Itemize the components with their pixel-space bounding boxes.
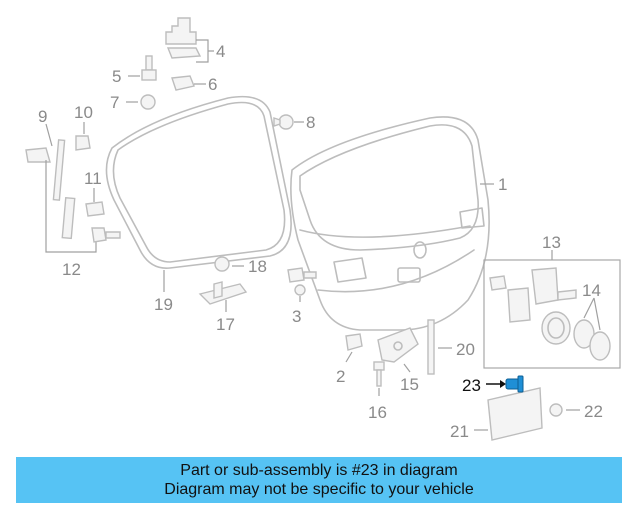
callout-8: 8 [306,113,315,132]
callout-15: 15 [400,375,419,394]
callout-1: 1 [498,175,507,194]
callout-13: 13 [542,233,561,252]
part-8-clip [273,114,304,130]
part-22 [549,403,580,417]
callout-4: 4 [216,42,225,61]
part-4-hinge [165,17,214,63]
part-2 [345,333,363,363]
part-21-plate [474,387,543,441]
banner-line-1: Part or sub-assembly is #23 in diagram [180,462,458,479]
part-5-bolt [128,55,157,81]
part-13-assembly-box [483,250,621,369]
callout-16: 16 [368,403,387,422]
callout-3: 3 [292,307,301,326]
callout-2: 2 [336,367,345,386]
part-19-weatherstrip [105,95,292,292]
info-banner: Part or sub-assembly is #23 in diagram D… [16,457,622,503]
part-16-bolt [373,361,385,396]
part-7-nut [126,94,156,110]
part-9-strut [25,123,97,253]
part-3-latch [287,267,317,302]
part-6-pad [171,75,206,91]
part-18 [214,256,244,272]
callout-17: 17 [216,315,235,334]
part-10 [75,122,91,151]
callout-5: 5 [112,67,121,86]
callout-7: 7 [110,93,119,112]
callout-14: 14 [582,281,601,300]
part-12-bolt [91,227,121,243]
callout-22: 22 [584,402,603,421]
part-1-liftgate [290,116,494,331]
callout-19: 19 [154,295,173,314]
part-11 [85,188,105,217]
parts-diagram: 4 5 6 7 8 9 10 11 [25,17,621,441]
callout-21: 21 [450,422,469,441]
callout-23: 23 [462,376,481,395]
callout-6: 6 [208,75,217,94]
part-15-lock [377,327,419,373]
part-20-rod [427,319,452,375]
callout-10: 10 [74,103,93,122]
callout-18: 18 [248,257,267,276]
banner-line-2: Diagram may not be specific to your vehi… [164,481,474,498]
part-17-bracket [198,281,248,312]
callout-20: 20 [456,340,475,359]
callout-11: 11 [84,169,102,188]
callout-12: 12 [62,260,81,279]
part-23-screw [486,375,524,393]
callout-9: 9 [38,107,47,126]
